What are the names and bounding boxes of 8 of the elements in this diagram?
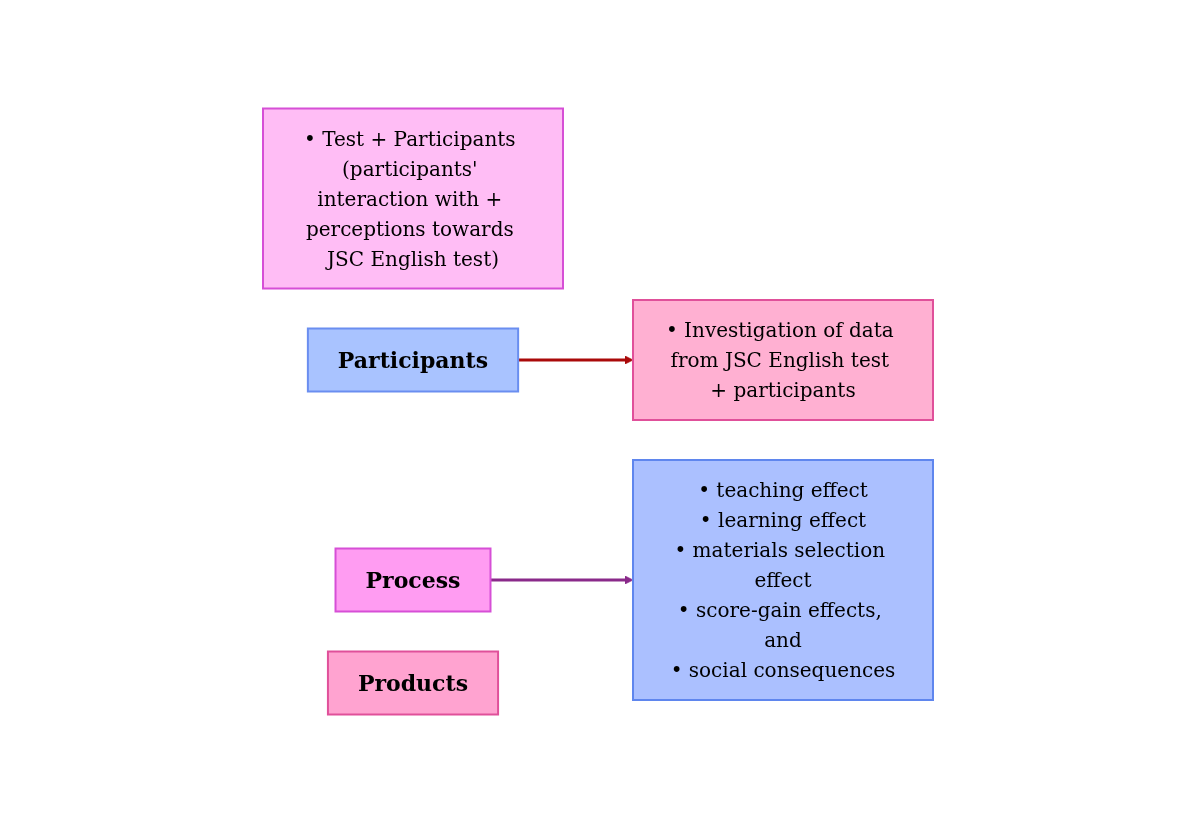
- node-box: • teaching effect • learning effect • materials selection effect • score-gain effects, and • social consequences: [631, 459, 934, 701]
- node-box: • Test + Participants (participants' interaction with + perceptions towards JSC English test): [261, 107, 564, 290]
- node-box: Process: [334, 547, 491, 613]
- node-box: Participants: [306, 327, 519, 393]
- arrow: [490, 575, 633, 585]
- arrow: [517, 355, 633, 365]
- node-box: Products: [326, 650, 499, 716]
- node-box: • Investigation of data from JSC English test + participants: [631, 299, 934, 421]
